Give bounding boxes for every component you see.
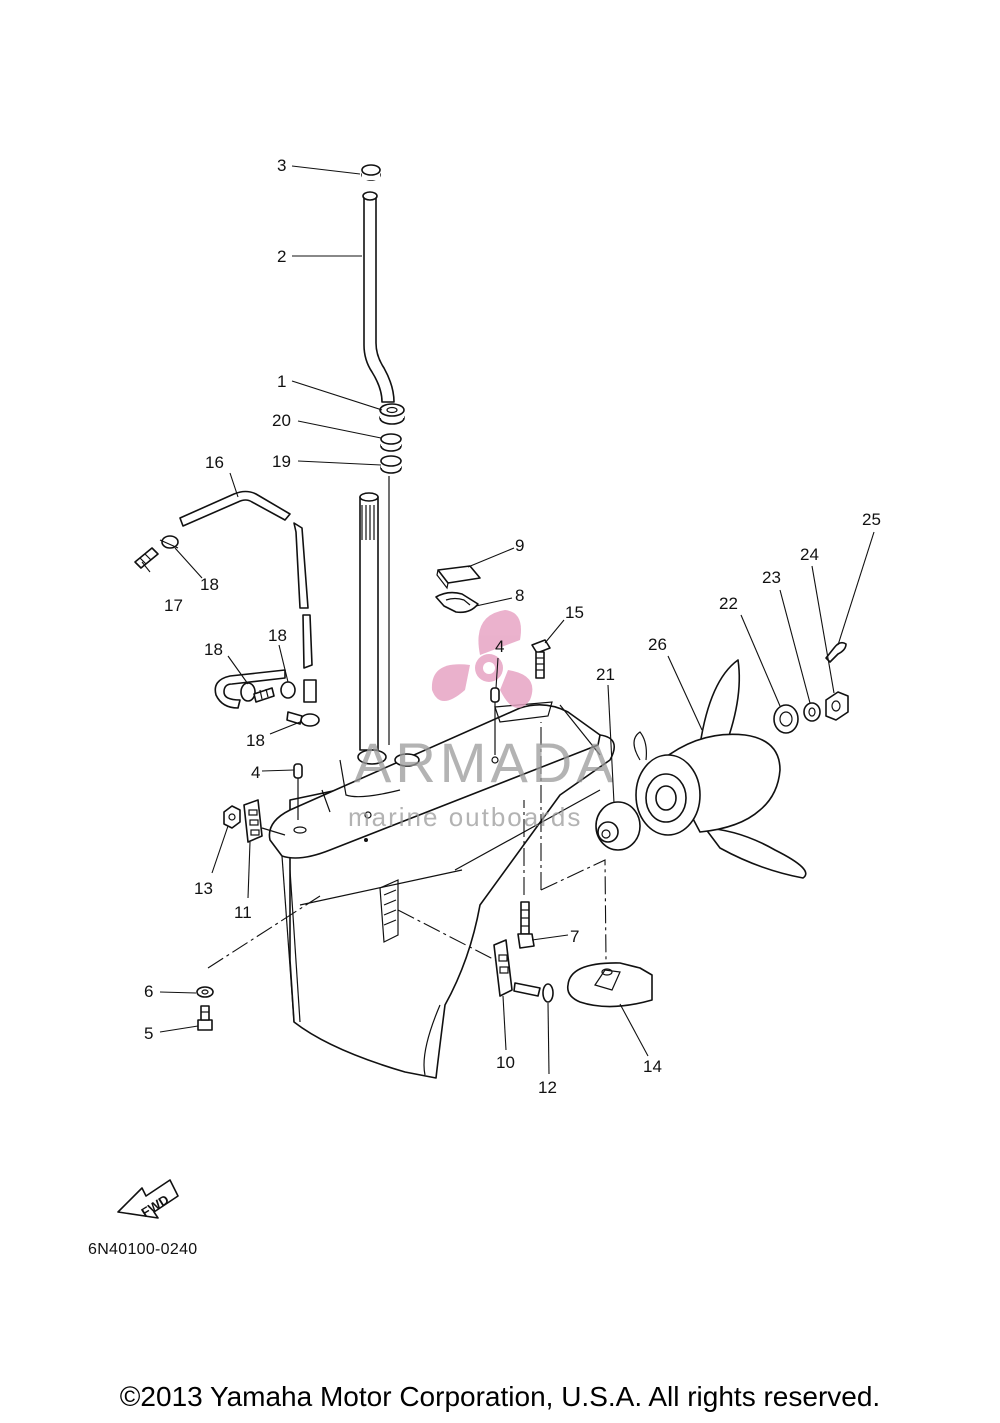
part-24-nut — [825, 691, 849, 721]
part-19-seal — [380, 455, 402, 474]
callout-11: 11 — [234, 903, 252, 922]
callout-25: 25 — [862, 510, 881, 529]
water-tube-assembly — [361, 164, 405, 745]
watermark: ARMADA marine outboards — [348, 610, 618, 832]
callout-8: 8 — [515, 586, 524, 605]
part-16-hose — [179, 490, 317, 709]
callout-7: 7 — [570, 927, 579, 946]
callout-26: 26 — [648, 635, 667, 654]
callout-1: 1 — [277, 372, 286, 391]
callout-15: 15 — [565, 603, 584, 622]
callout-17: 17 — [164, 596, 183, 615]
callout-22: 22 — [719, 594, 738, 613]
part-21-thrust-washer — [595, 801, 641, 851]
watermark-logo-icon — [431, 610, 533, 708]
part-1-grommet — [379, 403, 405, 425]
part-14-anode — [566, 962, 653, 1008]
callout-labels: 3 2 1 20 19 16 17 18 18 18 18 4 9 8 4 15… — [144, 156, 881, 1097]
part-10-plate — [493, 939, 513, 997]
part-18-clip-top — [159, 535, 179, 549]
callout-12: 12 — [538, 1078, 557, 1097]
diagram-code: 6N40100-0240 — [88, 1241, 198, 1258]
callout-10: 10 — [496, 1053, 515, 1072]
fwd-arrow-icon: FWD — [117, 1179, 179, 1220]
callout-2: 2 — [277, 247, 286, 266]
watermark-brand: ARMADA — [354, 731, 618, 794]
callout-4-left: 4 — [251, 763, 260, 782]
part-9-seal — [436, 565, 481, 590]
part-13-nut — [223, 805, 241, 829]
part-4-dowel-pin-right — [490, 687, 500, 764]
part-5-bolt — [197, 1005, 213, 1031]
part-7-bolt — [517, 901, 535, 949]
part-20-grommet — [380, 433, 402, 452]
part-18-clip-low — [286, 711, 320, 727]
lower-case-housing — [268, 701, 616, 1079]
part-23-washer — [803, 702, 821, 722]
part-25-cotter-pin — [825, 641, 847, 663]
callout-14: 14 — [643, 1057, 662, 1076]
part-4-dowel-pin-left — [293, 763, 303, 820]
part-15-bolt — [531, 639, 551, 679]
callout-3: 3 — [277, 156, 286, 175]
part-12-bolt — [513, 982, 554, 1003]
part-18-clip-left — [240, 682, 275, 703]
callout-21: 21 — [596, 665, 615, 684]
callout-4-right: 4 — [495, 637, 504, 656]
part-26-propeller — [633, 659, 807, 879]
callout-18-left: 18 — [204, 640, 223, 659]
part-2-water-tube — [363, 195, 395, 403]
drive-shaft — [359, 492, 379, 751]
callout-16: 16 — [205, 453, 224, 472]
copyright-notice: ©2013 Yamaha Motor Corporation, U.S.A. A… — [119, 1381, 881, 1412]
callout-23: 23 — [762, 568, 781, 587]
part-18-clip-mid — [280, 681, 296, 699]
callout-6: 6 — [144, 982, 153, 1001]
part-17-screw — [134, 547, 159, 569]
callout-13: 13 — [194, 879, 213, 898]
part-8-seal — [435, 591, 479, 614]
part-11-plate — [243, 799, 286, 843]
callout-18-low: 18 — [246, 731, 265, 750]
callout-9: 9 — [515, 536, 524, 555]
callout-24: 24 — [800, 545, 819, 564]
callout-19: 19 — [272, 452, 291, 471]
callout-20: 20 — [272, 411, 291, 430]
part-6-washer — [196, 986, 214, 998]
leader-lines — [141, 165, 875, 1075]
callout-18-mid: 18 — [268, 626, 287, 645]
watermark-tagline: marine outboards — [348, 802, 582, 832]
callout-5: 5 — [144, 1024, 153, 1043]
callout-18-top: 18 — [200, 575, 219, 594]
part-22-spacer — [773, 704, 799, 734]
